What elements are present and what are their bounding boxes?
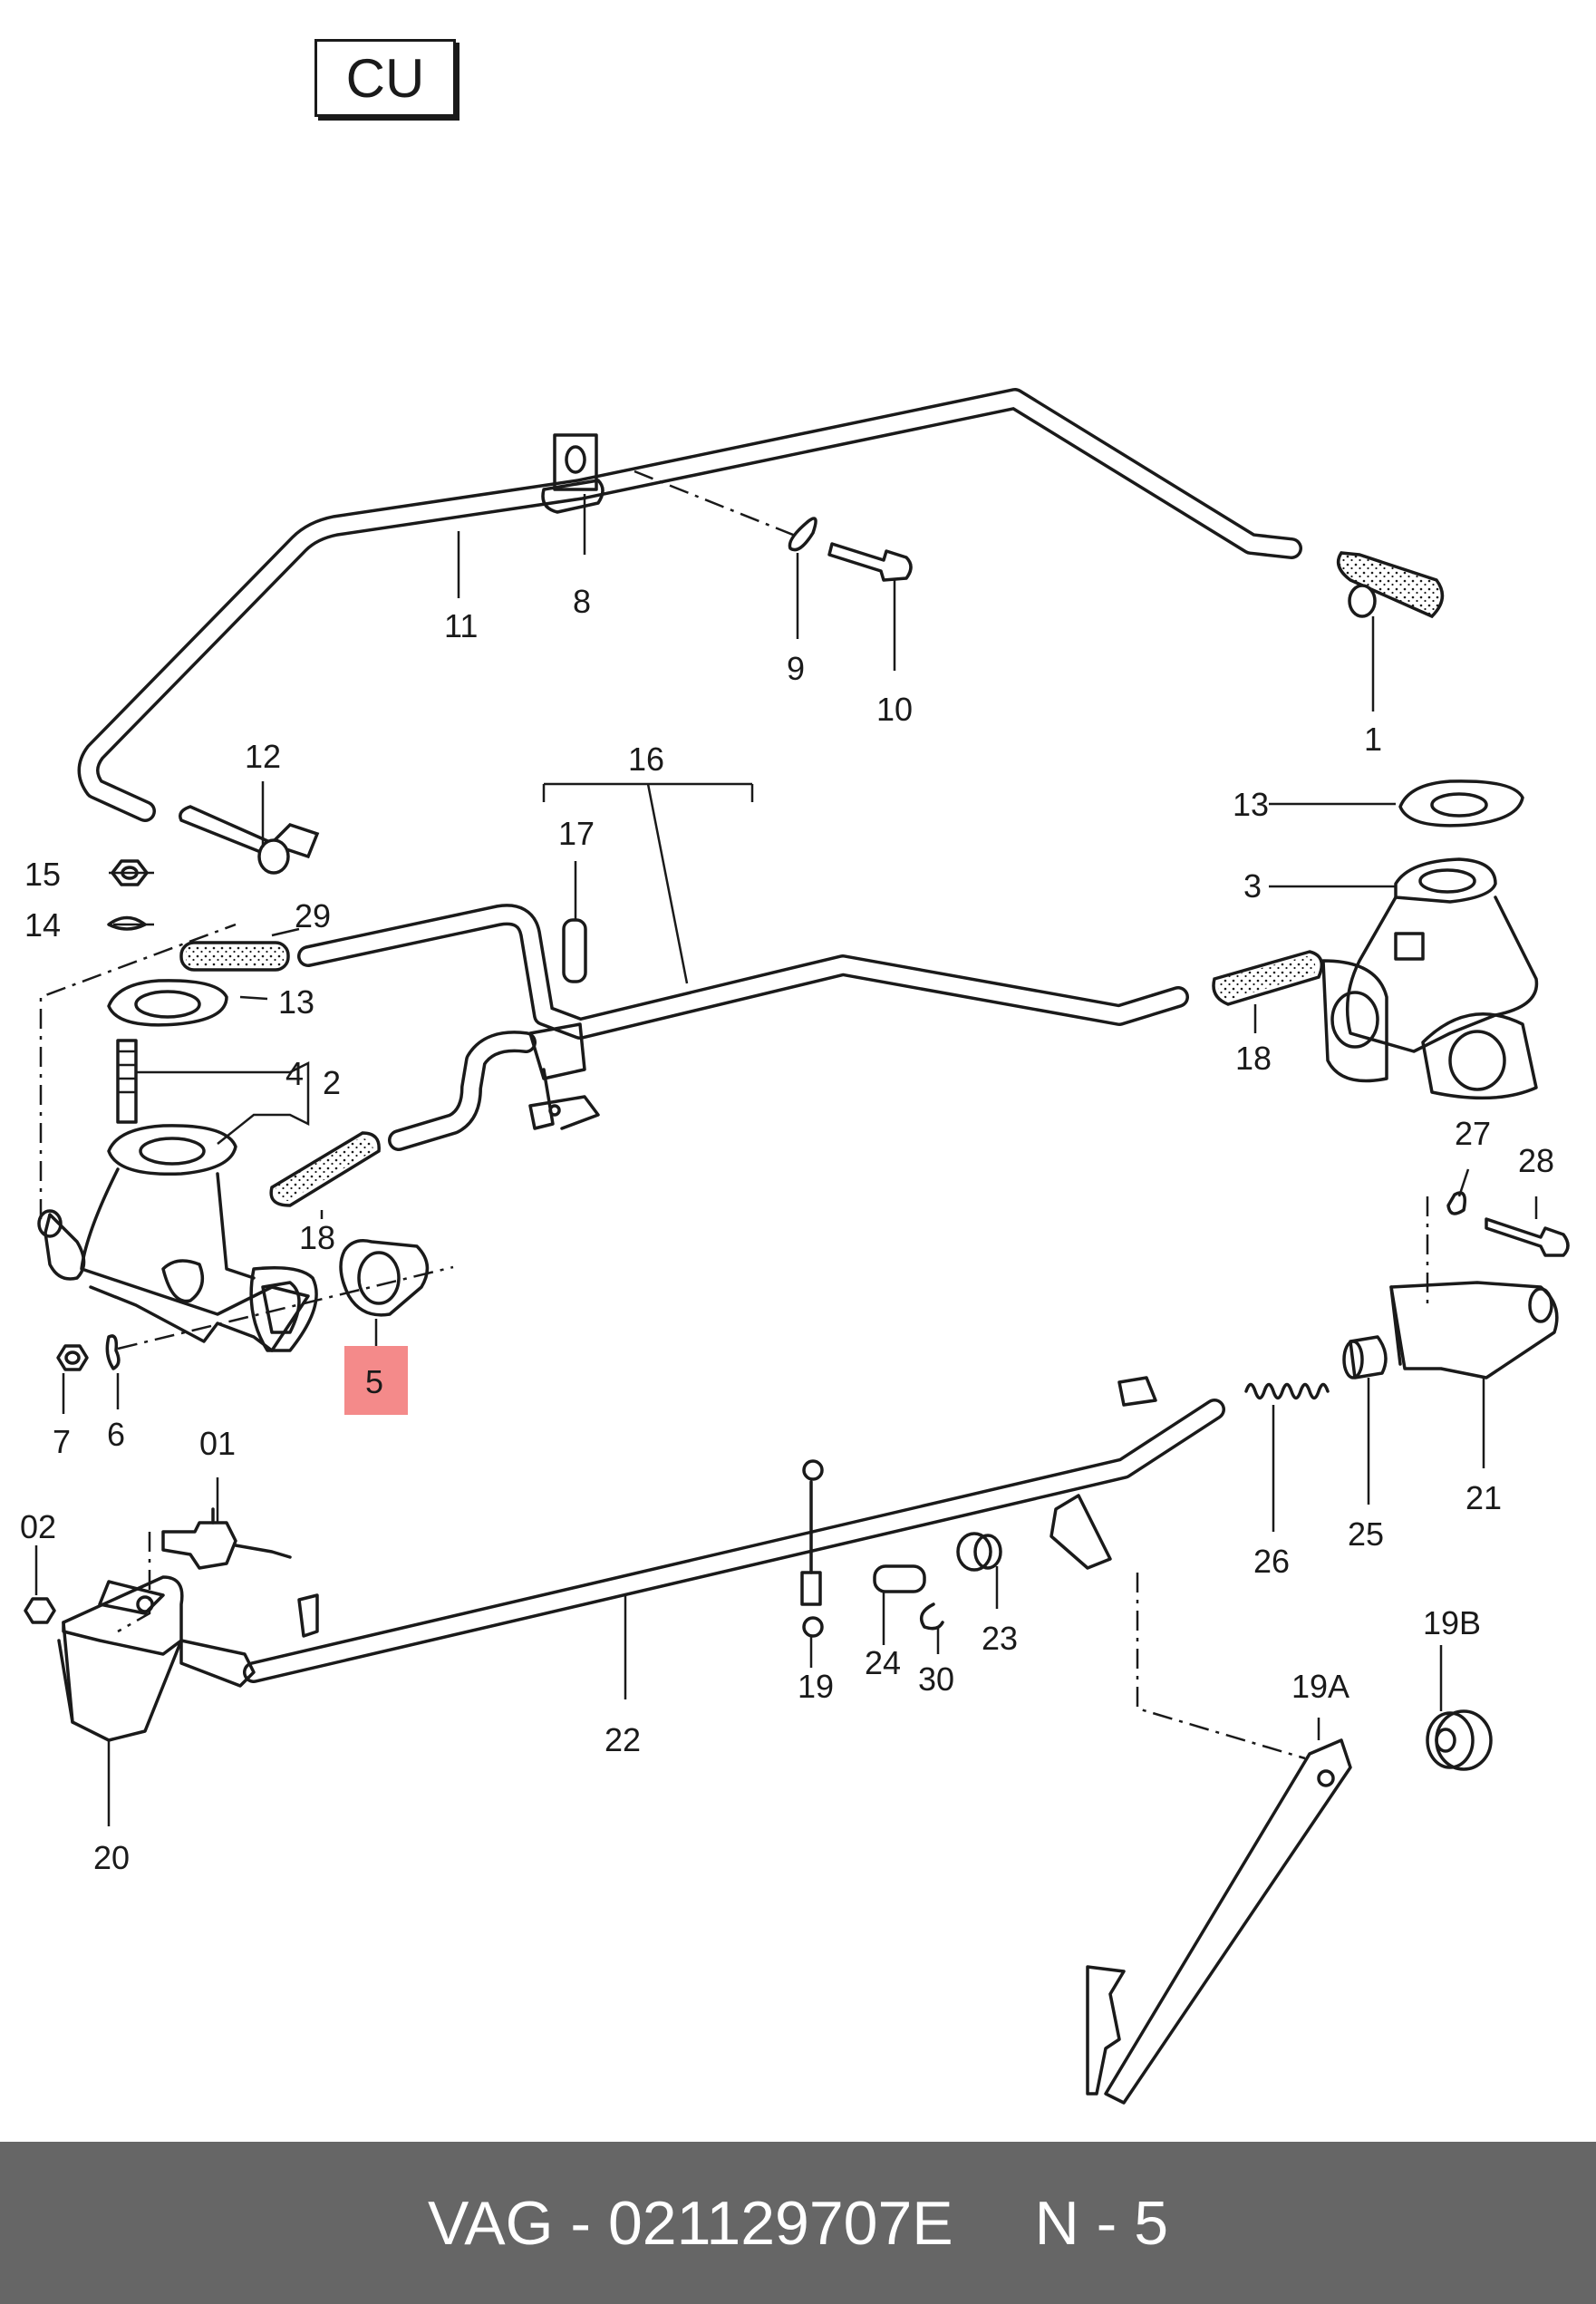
clip-30 (919, 1602, 944, 1631)
callout-29: 29 (295, 897, 331, 934)
callout-19: 19 (798, 1668, 834, 1705)
bush-24 (873, 1564, 926, 1593)
pipe-clip (541, 433, 605, 514)
callout-18-left: 18 (299, 1219, 335, 1256)
bracket-20 (57, 1575, 184, 1742)
callout-5: 5 (365, 1363, 383, 1400)
ball-joint-19 (800, 1459, 824, 1638)
callout-21: 21 (1465, 1479, 1502, 1516)
lever-19a (1086, 1738, 1352, 2105)
callout-17: 17 (558, 815, 595, 852)
middle-pipe-assembly (297, 904, 1189, 1151)
callout-13-left: 13 (278, 983, 314, 1021)
nut-02 (24, 1597, 56, 1624)
callout-28: 28 (1518, 1142, 1554, 1179)
bush-25 (1342, 1335, 1388, 1379)
alignment-line-8-9 (634, 470, 798, 538)
callout-9: 9 (787, 650, 805, 687)
highlighted-part-marker (344, 1346, 408, 1415)
callout-3: 3 (1243, 867, 1262, 905)
manifold-2 (37, 1124, 318, 1352)
callout-19b: 19B (1423, 1604, 1481, 1641)
grommet-19b (1426, 1709, 1493, 1771)
callout-20: 20 (93, 1839, 130, 1876)
callout-01: 01 (199, 1425, 236, 1462)
bolt-10 (827, 542, 913, 582)
callout-30: 30 (918, 1660, 954, 1698)
bolt-28 (1485, 1217, 1570, 1257)
gasket-5 (339, 1239, 430, 1317)
callout-25: 25 (1348, 1515, 1384, 1553)
diagram-stamp: CU (314, 39, 456, 117)
callout-labels: 1 8 11 9 10 12 16 17 13 3 18 15 14 29 13… (20, 583, 1554, 1876)
callout-02: 02 (20, 1508, 56, 1545)
callout-11: 11 (444, 607, 478, 644)
callout-14: 14 (24, 906, 61, 944)
spring-26 (1244, 1382, 1330, 1400)
alignment-line-01 (117, 1532, 151, 1633)
callout-1: 1 (1364, 721, 1382, 758)
gasket-13-right (1398, 779, 1524, 828)
t-connector-12 (179, 805, 320, 875)
part-footer-bar: VAG - 021129707E N - 5 (0, 2142, 1596, 2304)
washer-6 (105, 1334, 121, 1370)
nut-7 (56, 1344, 89, 1371)
hose-18-left (269, 1131, 381, 1207)
callout-10: 10 (876, 691, 913, 728)
hose-end-1 (1336, 551, 1445, 619)
callout-22: 22 (605, 1721, 641, 1758)
leader-lines (34, 494, 1538, 1826)
callout-18-right: 18 (1235, 1040, 1272, 1077)
pipe-bracket-16 (528, 1022, 600, 1130)
callout-23: 23 (982, 1620, 1018, 1657)
callout-2: 2 (323, 1064, 341, 1101)
diagram-position: N - 5 (1034, 2188, 1169, 2258)
bracket-21 (1389, 1281, 1559, 1379)
callout-19a: 19A (1291, 1668, 1349, 1705)
callout-4: 4 (285, 1055, 304, 1092)
callout-6: 6 (107, 1416, 125, 1453)
washer-27 (1446, 1191, 1466, 1215)
manifold-3 (1321, 857, 1539, 1100)
alignment-line-13 (39, 923, 237, 1219)
bush-23 (956, 1532, 1002, 1572)
linkage-rod-22 (179, 1376, 1225, 1688)
hose-29 (179, 941, 290, 972)
callout-7: 7 (53, 1423, 71, 1460)
gasket-13-left (107, 979, 228, 1027)
stud-4 (116, 1039, 138, 1124)
upper-breather-pipe (77, 388, 1302, 822)
callout-12: 12 (245, 738, 281, 775)
callout-26: 26 (1253, 1543, 1290, 1580)
callout-27: 27 (1455, 1115, 1491, 1152)
callout-16: 16 (628, 741, 664, 778)
callout-8: 8 (573, 583, 591, 620)
hose-18-right (1212, 950, 1324, 1006)
alignment-line-5 (117, 1265, 454, 1350)
alignment-line-19a (1136, 1573, 1306, 1760)
callout-15: 15 (24, 856, 61, 893)
washer-9 (788, 517, 817, 552)
part-number: VAG - 021129707E (427, 2188, 953, 2258)
switch-01 (161, 1507, 292, 1570)
exploded-parts-diagram: 1 8 11 9 10 12 16 17 13 3 18 15 14 29 13… (20, 388, 1570, 2105)
callout-24: 24 (865, 1644, 901, 1681)
callout-13-right: 13 (1233, 786, 1269, 823)
hose-17 (562, 918, 587, 983)
